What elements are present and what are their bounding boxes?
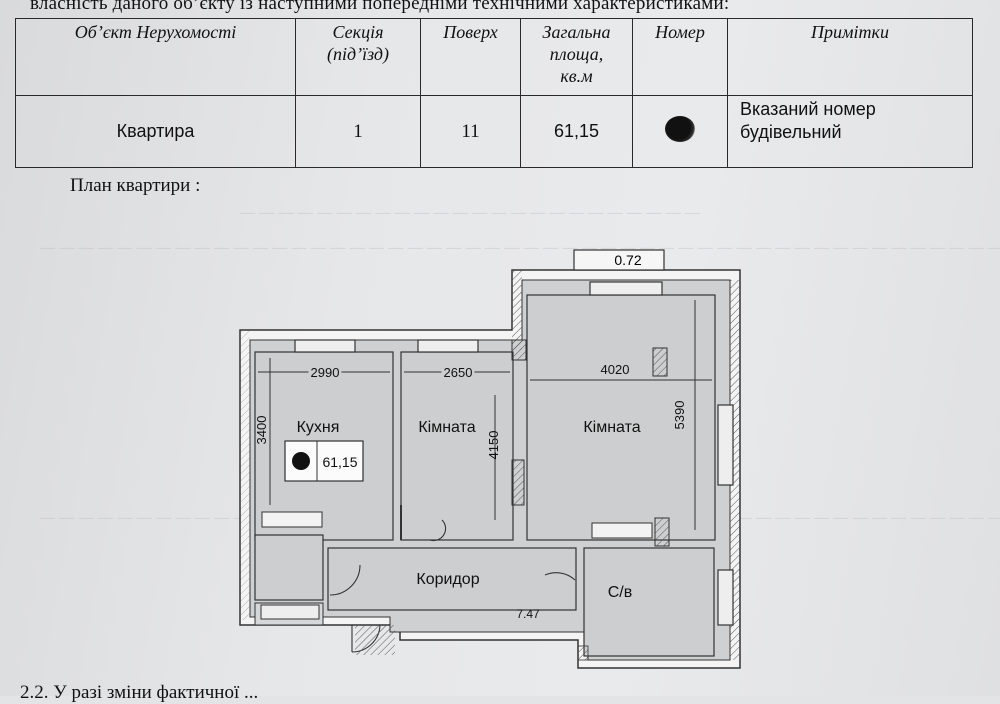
header-object-label: Об’єкт Нерухомості	[74, 22, 237, 42]
plan-label: План квартири :	[70, 175, 201, 196]
cell-number	[632, 95, 728, 168]
cell-section: 1	[295, 95, 421, 168]
apartment-badge: 61,15	[284, 440, 364, 482]
column	[654, 517, 670, 547]
bathroom	[583, 547, 715, 657]
characteristics-table: Об’єкт Нерухомості Секція(під’їзд) Повер…	[15, 18, 973, 168]
header-text: власність даного об’єкту із наступними п…	[30, 0, 730, 14]
bottom-text: 2.2. У разі зміни фактичної ...	[20, 682, 259, 703]
doors	[329, 505, 576, 655]
redaction-blot	[292, 452, 310, 470]
balcony-dim: 0.72	[614, 252, 641, 268]
dim-kitchen-depth: 3400	[254, 416, 269, 445]
room1-window-icon	[417, 339, 479, 353]
header-floor-label: Поверх	[443, 22, 498, 42]
storage	[254, 534, 324, 601]
balcony	[573, 249, 665, 271]
room-label-corridor: Коридор	[416, 571, 479, 588]
bleed-through-text: — — — — — — — — — — — — — — — — — — — — …	[240, 205, 701, 221]
table-header-row: Об’єкт Нерухомості Секція(під’їзд) Повер…	[15, 18, 973, 96]
header-notes: Примітки	[727, 18, 973, 96]
room-label-bathroom: С/в	[608, 584, 633, 601]
kitchen-window-icon	[294, 339, 356, 353]
room-label-room1: Кімната	[418, 419, 475, 436]
dim-kitchen-width: 2990	[311, 365, 340, 380]
door-room1-icon	[429, 519, 447, 542]
door-bath-icon	[544, 572, 576, 581]
kitchen-counter	[261, 511, 323, 528]
dim-room2-width: 4020	[601, 362, 630, 377]
dimension-lines	[258, 300, 712, 530]
door-storage-icon	[329, 564, 361, 596]
wall-fragment	[577, 645, 589, 661]
dim-room2-depth: 5390	[672, 401, 687, 430]
header-object: Об’єкт Нерухомості	[15, 18, 296, 96]
corridor-area: 7.47	[516, 607, 540, 621]
bleed-through-text: — — — — — — — — — — — — — — — — — — — — …	[40, 240, 1000, 256]
radiator	[591, 522, 653, 539]
header-number: Номер	[632, 18, 728, 96]
corridor	[327, 547, 577, 611]
redaction-blot	[665, 115, 695, 142]
fixtures	[260, 339, 670, 620]
cell-floor: 11	[420, 95, 521, 168]
room-label-kitchen: Кухня	[297, 419, 340, 436]
room-1	[400, 351, 514, 541]
room-2	[526, 294, 716, 541]
dim-room1-depth: 4150	[486, 431, 501, 460]
room-label-room2: Кімната	[583, 419, 640, 436]
threshold	[260, 604, 320, 620]
header-section-label: Секція(під’їзд)	[327, 22, 389, 64]
dim-room1-width: 2650	[444, 365, 473, 380]
room2-window-icon	[589, 281, 663, 296]
column	[511, 459, 525, 506]
cell-object: Квартира	[15, 95, 296, 168]
bath-window-icon	[717, 569, 734, 626]
side-window-icon	[717, 404, 734, 486]
header-number-label: Номер	[655, 22, 705, 42]
badge-area: 61,15	[322, 454, 357, 470]
column	[511, 339, 527, 361]
ventilation-shaft	[652, 347, 668, 377]
header-floor: Поверх	[420, 18, 521, 96]
header-notes-label: Примітки	[811, 22, 889, 42]
windows	[294, 281, 734, 626]
